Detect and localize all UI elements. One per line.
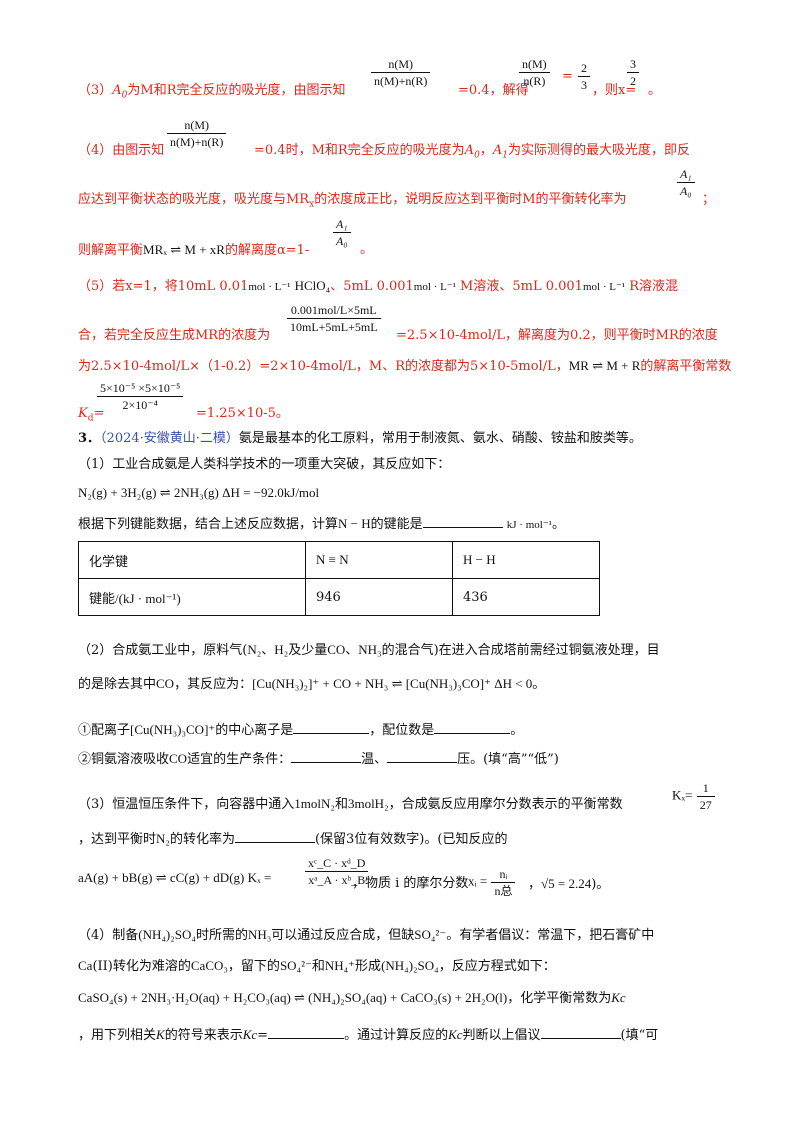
table-row: 化学键 N ≡ N H − H	[78, 541, 600, 579]
a0-symbol: A0	[112, 83, 128, 101]
q3-part-2-line1: （2）合成氨工业中，原料气(N₂、H₂及少量CO、NH₃的混合气)在进入合成塔前…	[78, 642, 660, 658]
solution-part-4-line2-end: ；	[702, 192, 716, 207]
reaction-copper-ammonia: [Cu(NH₃)₂]⁺ + CO + NH₃ ⇌ [Cu(NH₃)₃CO]⁺ Δ…	[252, 676, 533, 691]
solution-part-4-line2: 应达到平衡状态的吸光度，吸光度与MRx的浓度成正比，说明反应达到平衡时M的平衡转…	[78, 192, 627, 210]
table-cell: 946	[305, 578, 453, 616]
solution-part-4-line1: （4）由图示知	[78, 143, 165, 158]
q3-part-2-q2: ②铜氨溶液吸收CO适宜的生产条件：温、压。(填“高”“低”)	[78, 748, 559, 770]
table-header: H − H	[452, 541, 600, 579]
answer-blank-temperature[interactable]	[291, 748, 362, 763]
solution-part-5-line4: Kd=	[78, 406, 105, 424]
solution-part-5-line2: 合，若完全反应生成MR的浓度为	[78, 328, 271, 343]
table-header: N ≡ N	[305, 541, 453, 579]
question-3-header: 3．（2024·安徽黄山·二模）氨是最基本的化工原料，常用于制液氮、氨水、硝酸、…	[78, 431, 642, 446]
mole-fraction-text: ，物质 i 的摩尔分数	[352, 876, 469, 891]
question-source: （2024·安徽黄山·二模）	[100, 431, 239, 446]
answer-blank-coordination-number[interactable]	[434, 719, 511, 734]
table-cell: 436	[452, 578, 600, 616]
q3-part-3-line2: ，达到平衡时N₂的转化率为(保留3位有效数字)。(已知反应的	[78, 828, 507, 850]
solution-part-5-line2-b: =2.5×10-4mol/L，解离度为0.2，则平衡时MR的浓度	[396, 328, 718, 343]
solution-part-3-c: ，则x=	[592, 83, 637, 98]
q3-part-1-question: 根据下列键能数据，结合上述反应数据，计算N − H的键能是 kJ · mol⁻¹…	[78, 513, 565, 535]
frac-nm-over-nr: n(M)n(R)	[518, 56, 551, 89]
q3-part-4-line3: CaSO₄(s) + 2NH₃·H₂O(aq) + H₂CO₃(aq) ⇌ (N…	[78, 990, 626, 1006]
answer-blank-pressure[interactable]	[387, 748, 458, 763]
solution-part-3-end: 。	[648, 83, 662, 98]
answer-blank-conversion[interactable]	[234, 828, 315, 843]
solution-part-4-line3-end: 。	[360, 242, 374, 257]
table-cell: 键能/(kJ · mol⁻¹)	[78, 578, 306, 616]
answer-blank-central-ion[interactable]	[293, 719, 370, 734]
solution-part-3-b: =0.4，解得	[458, 83, 529, 98]
solution-part-3: （3）A0为M和R完全反应的吸光度，由图示知	[78, 83, 346, 101]
q3-part-3-line1: （3）恒温恒压条件下，向容器中通入1molN₂和3molH₂，合成氨反应用摩尔分…	[78, 796, 623, 812]
frac-nm-over-sum-1: n(M)n(M)+n(R)	[370, 56, 431, 89]
q3-part-2-line2: 的是除去其中CO，其反应为：[Cu(NH₃)₂]⁺ + CO + NH₃ ⇌ […	[78, 676, 546, 692]
q3-part-2-q1: ①配离子[Cu(NH₃)₃CO]⁺的中心离子是，配位数是。	[78, 719, 523, 741]
reaction-gypsum: CaSO₄(s) + 2NH₃·H₂O(aq) + H₂CO₃(aq) ⇌ (N…	[78, 990, 508, 1005]
table-row: 键能/(kJ · mol⁻¹) 946 436	[78, 578, 600, 616]
q3-part-4-line1: （4）制备(NH₄)₂SO₄时所需的NH₃可以通过反应合成，但缺SO₄²⁻。有学…	[78, 927, 655, 943]
answer-blank-kc[interactable]	[268, 1024, 345, 1039]
frac-nm-over-sum-2: n(M)n(M)+n(R)	[166, 117, 227, 150]
bond-energy-table: 化学键 N ≡ N H − H 键能/(kJ · mol⁻¹) 946 436	[78, 541, 600, 616]
q3-part-4-line2: Ca(II)转化为难溶的CaCO₃，留下的SO₄²⁻和NH₄⁺形成(NH₄)₂S…	[78, 958, 556, 974]
dissociation-equation: MRₓ ⇌ M + xR	[143, 242, 225, 257]
answer-blank-nh-energy[interactable]	[422, 513, 503, 528]
answer-blank-feasibility[interactable]	[540, 1024, 621, 1039]
solution-part-4-line1-b: =0.4时，M和R完全反应的吸光度为A0，A1为实际测得的最大吸光度，即反	[254, 143, 690, 161]
solution-part-5-line4-b: =1.25×10-5。	[196, 406, 289, 421]
solution-part-5-line1: （5）若x=1，将10mL 0.01mol · L⁻¹ HClO₄、5mL 0.…	[78, 278, 678, 294]
sqrt-five: ，√5 = 2.24)。	[528, 876, 610, 892]
q3-part-1: （1）工业合成氨是人类科学技术的一项重大突破，其反应如下：	[78, 457, 451, 472]
general-kx-expression: aA(g) + bB(g) ⇌ cC(g) + dD(g) Kₓ =	[78, 870, 272, 885]
solution-part-4-line3: 则解离平衡MRₓ ⇌ M + xR的解离度α=1-	[78, 242, 310, 258]
q3-part-4-line4: ，用下列相关K的符号来表示Kc=。通过计算反应的Kc判断以上倡议(填“可	[78, 1024, 658, 1046]
table-header: 化学键	[78, 541, 306, 579]
solution-part-5-line3: 为2.5×10-4mol/L×（1-0.2）=2×10-4mol/L，M、R的浓…	[78, 358, 732, 374]
reaction-ammonia-synthesis: N₂(g) + 3H₂(g) ⇌ 2NH₃(g) ΔH = −92.0kJ/mo…	[78, 485, 320, 500]
